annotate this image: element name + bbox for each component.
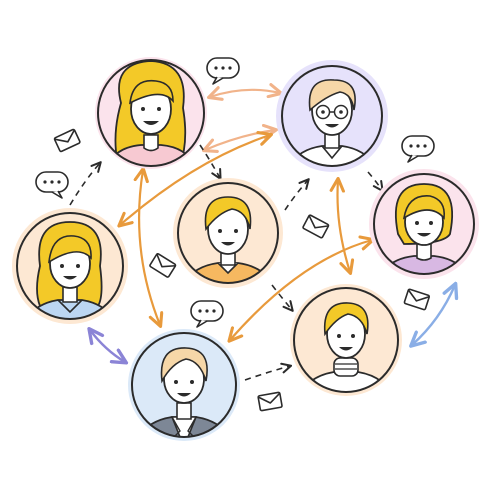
envelope-icon [257,391,284,412]
dashed-arrow [244,362,293,381]
speech-bubble-icon [190,300,224,328]
arrow-orange [329,176,355,276]
arrow-orange [227,235,376,343]
dashed-arrow [271,284,294,312]
envelope-icon [53,128,82,153]
arrow-purple [87,326,129,365]
person-man-turtleneck [290,284,402,396]
person-woman-bob [369,169,479,279]
envelope-icon [403,288,431,311]
dashed-arrow [69,161,102,206]
connection-arrows [69,83,459,381]
speech-bubble-icon [35,171,69,199]
person-woman-left [12,208,128,324]
person-man-center [173,178,283,288]
dashed-arrow [367,171,384,192]
person-man-suit [128,329,240,441]
person-man-glasses [276,60,388,172]
speech-bubble-icon [206,57,240,85]
arrow-orange [133,166,164,328]
envelope-icon [148,252,177,279]
dashed-arrow [199,144,222,180]
arrow-peach [207,83,284,101]
person-woman-long-hair [95,57,207,169]
dashed-arrow [284,178,310,211]
speech-bubble-icon [401,135,435,163]
arrow-blue [409,281,459,348]
envelope-icon [301,213,330,240]
